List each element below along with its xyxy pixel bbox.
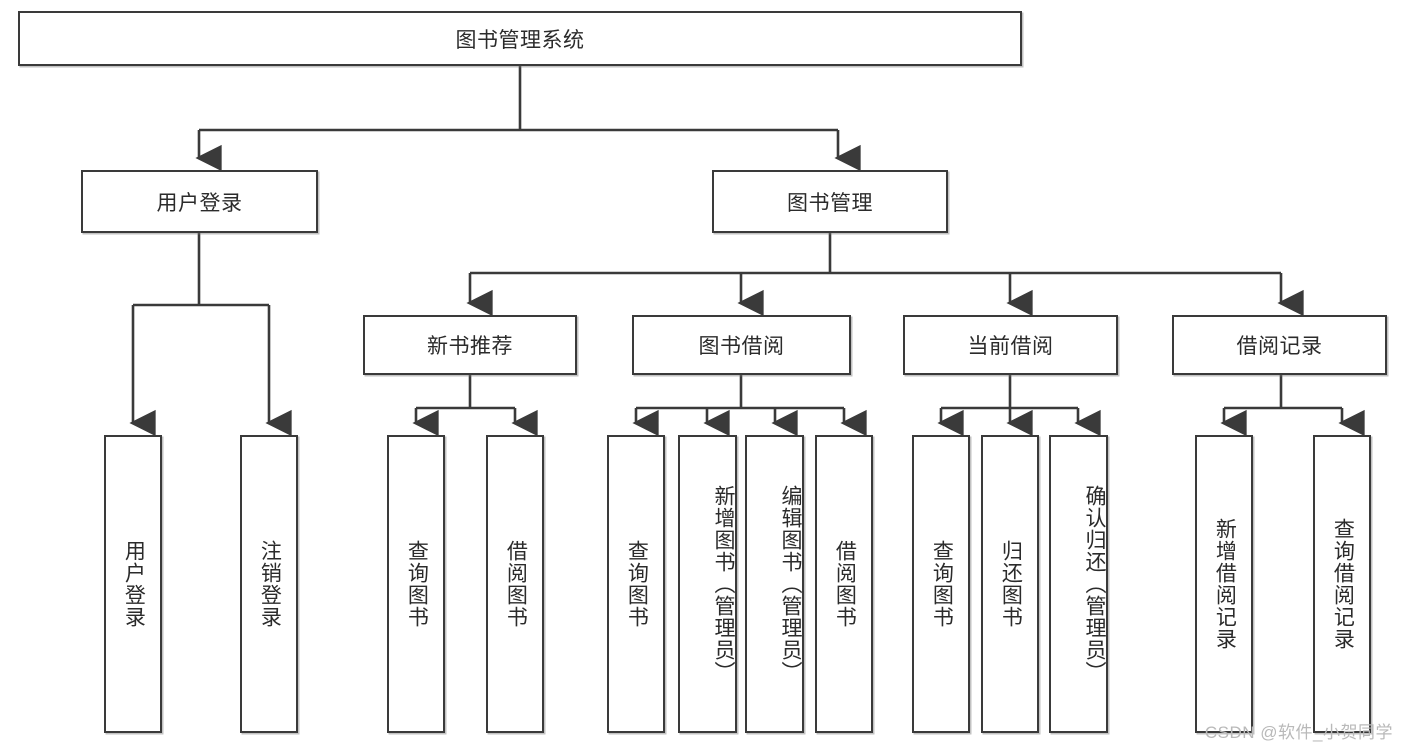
node-user-login[interactable]: 用户登录	[81, 170, 318, 233]
leaf-confirm-return-admin[interactable]: 确认归还（管理员）	[1049, 435, 1108, 733]
node-book-borrow[interactable]: 图书借阅	[632, 315, 851, 375]
leaf-add-book-admin[interactable]: 新增图书（管理员）	[678, 435, 737, 733]
leaf-borrow-book-recommend[interactable]: 借阅图书	[486, 435, 544, 733]
leaf-query-borrow-record[interactable]: 查询借阅记录	[1313, 435, 1371, 733]
csdn-watermark: CSDN @软件_小贺同学	[1204, 723, 1393, 742]
leaf-return-book[interactable]: 归还图书	[981, 435, 1039, 733]
node-new-book-recommend[interactable]: 新书推荐	[363, 315, 577, 375]
leaf-edit-book-admin[interactable]: 编辑图书（管理员）	[745, 435, 804, 733]
leaf-add-borrow-record[interactable]: 新增借阅记录	[1195, 435, 1253, 733]
leaf-query-book-current[interactable]: 查询图书	[912, 435, 970, 733]
node-book-management[interactable]: 图书管理	[712, 170, 948, 233]
leaf-query-book-borrow[interactable]: 查询图书	[607, 435, 665, 733]
node-current-borrow[interactable]: 当前借阅	[903, 315, 1118, 375]
leaf-logout-login[interactable]: 注销登录	[240, 435, 298, 733]
leaf-query-book-recommend[interactable]: 查询图书	[387, 435, 445, 733]
node-root-book-management-system[interactable]: 图书管理系统	[18, 11, 1022, 66]
leaf-borrow-book[interactable]: 借阅图书	[815, 435, 873, 733]
leaf-user-login[interactable]: 用户登录	[104, 435, 162, 733]
node-borrow-record[interactable]: 借阅记录	[1172, 315, 1387, 375]
